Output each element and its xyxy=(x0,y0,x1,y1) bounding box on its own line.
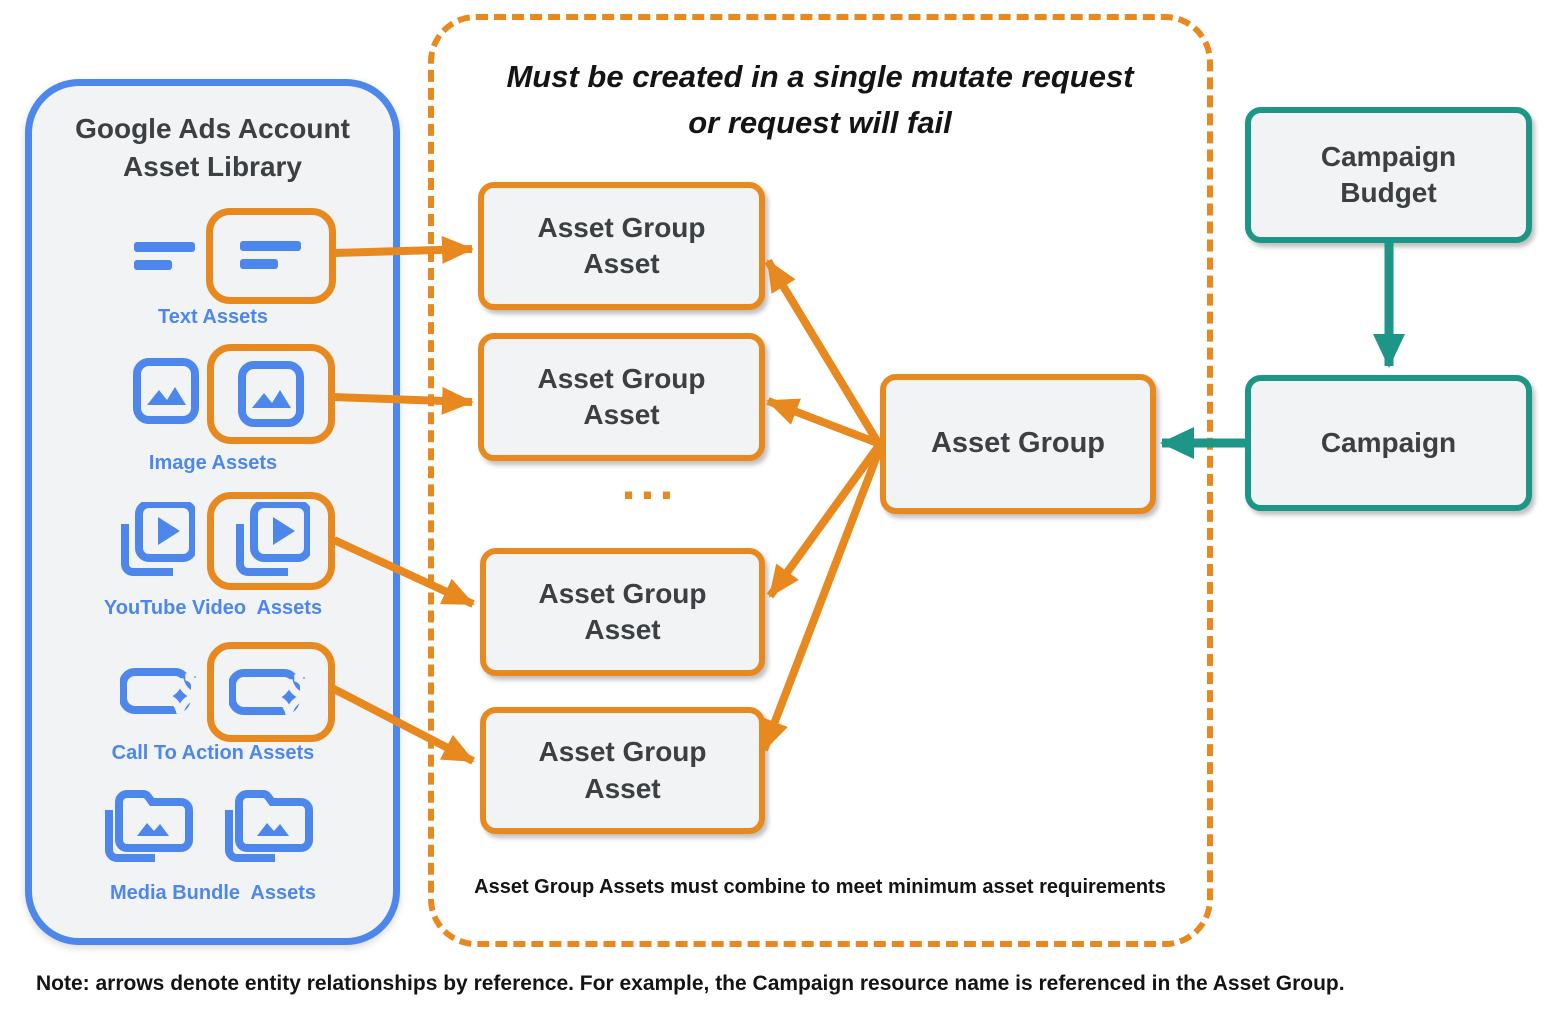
call-to-action-asset-icon xyxy=(120,667,204,714)
asset-group-asset-label: Asset xyxy=(584,614,661,645)
more-asset-group-assets-ellipsis: ... xyxy=(621,454,679,510)
image-asset-highlight-ring xyxy=(207,344,335,444)
text-asset-icon xyxy=(134,242,195,270)
asset-group-asset-box-3: Asset Group Asset xyxy=(480,548,765,676)
campaign-box: Campaign xyxy=(1245,375,1532,511)
asset-group-box: Asset Group xyxy=(880,374,1156,514)
asset-group-asset-box-1: Asset Group Asset xyxy=(478,182,765,310)
image-asset-icon xyxy=(133,358,199,424)
youtube-video-asset-highlight-ring xyxy=(207,492,335,590)
asset-group-asset-label: Asset xyxy=(583,248,660,279)
campaign-budget-label: Campaign xyxy=(1320,140,1457,172)
campaign-budget-box: Campaign Budget xyxy=(1245,107,1532,243)
image-assets-label: Image Assets xyxy=(148,452,278,474)
mutate-request-title: Must be created in a single mutate reque… xyxy=(460,54,1180,146)
youtube-video-asset-icon xyxy=(236,502,310,576)
asset-group-label: Asset Group xyxy=(930,427,1106,460)
asset-group-asset-label: Asset xyxy=(583,399,660,430)
text-asset-highlight-ring xyxy=(206,208,336,304)
asset-group-asset-box-2: Asset Group Asset xyxy=(478,333,765,461)
media-bundle-asset-icon xyxy=(225,790,313,862)
asset-group-asset-label: Asset xyxy=(584,772,661,804)
asset-group-asset-box-4: Asset Group Asset xyxy=(480,707,765,834)
call-to-action-assets-label: Call To Action Assets xyxy=(111,742,315,764)
text-assets-label: Text Assets xyxy=(157,306,269,328)
mutate-request-title-line1: Must be created in a single mutate reque… xyxy=(506,59,1134,94)
mutate-request-title-line2: or request will fail xyxy=(688,105,952,140)
asset-group-asset-label: Asset Group xyxy=(538,577,707,609)
call-to-action-asset-highlight-ring xyxy=(207,642,335,742)
bottom-note: Note: arrows denote entity relationships… xyxy=(36,972,1345,995)
image-asset-icon xyxy=(238,361,304,427)
campaign-label: Campaign xyxy=(1320,426,1457,458)
media-bundle-assets-label: Media Bundle Assets xyxy=(110,882,316,904)
asset-group-asset-label: Asset Group xyxy=(538,736,707,768)
media-bundle-asset-icon xyxy=(105,790,193,862)
call-to-action-asset-icon xyxy=(229,668,313,715)
youtube-video-assets-label: YouTube Video Assets xyxy=(103,597,323,619)
asset-group-asset-label: Asset Group xyxy=(537,362,706,394)
youtube-video-asset-icon xyxy=(121,502,195,576)
asset-library-title: Google Ads Account Asset Library xyxy=(75,113,350,182)
text-asset-icon xyxy=(240,241,301,269)
mutate-footnote: Asset Group Assets must combine to meet … xyxy=(474,876,1166,898)
asset-group-asset-label: Asset Group xyxy=(537,211,706,243)
campaign-budget-label: Budget xyxy=(1340,177,1437,208)
